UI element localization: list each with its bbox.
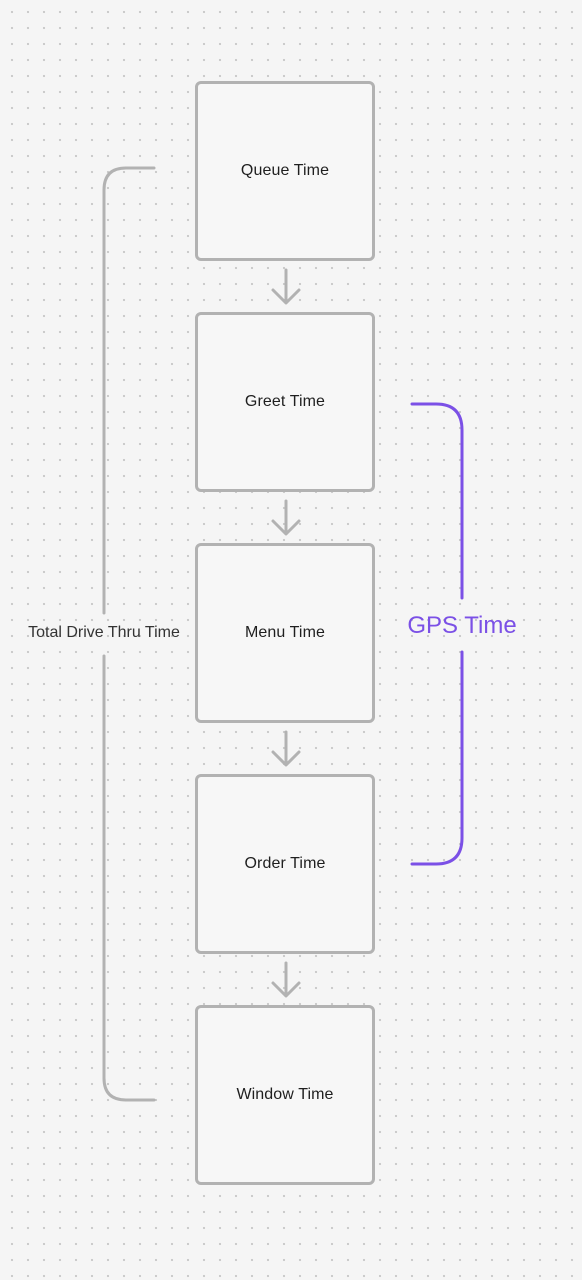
stage-label-menu: Menu Time <box>244 624 326 641</box>
gps-time-bracket <box>410 402 464 866</box>
total-time-bracket <box>102 166 156 1102</box>
arrow-down-icon <box>271 268 301 305</box>
stage-box-window[interactable]: Window Time <box>195 1005 375 1185</box>
stage-box-menu[interactable]: Menu Time <box>195 543 375 723</box>
stage-box-greet[interactable]: Greet Time <box>195 312 375 492</box>
arrow-down-icon <box>271 499 301 536</box>
gps-time-label: GPS Time <box>407 612 517 639</box>
stage-box-order[interactable]: Order Time <box>195 774 375 954</box>
arrow-down-icon <box>271 730 301 767</box>
arrow-down-icon <box>271 961 301 998</box>
stage-label-order: Order Time <box>244 855 326 872</box>
stage-box-queue[interactable]: Queue Time <box>195 81 375 261</box>
total-time-label: Total Drive Thru Time <box>28 624 180 641</box>
stage-label-queue: Queue Time <box>240 162 330 179</box>
stage-label-window: Window Time <box>236 1086 334 1103</box>
stage-label-greet: Greet Time <box>244 393 326 410</box>
